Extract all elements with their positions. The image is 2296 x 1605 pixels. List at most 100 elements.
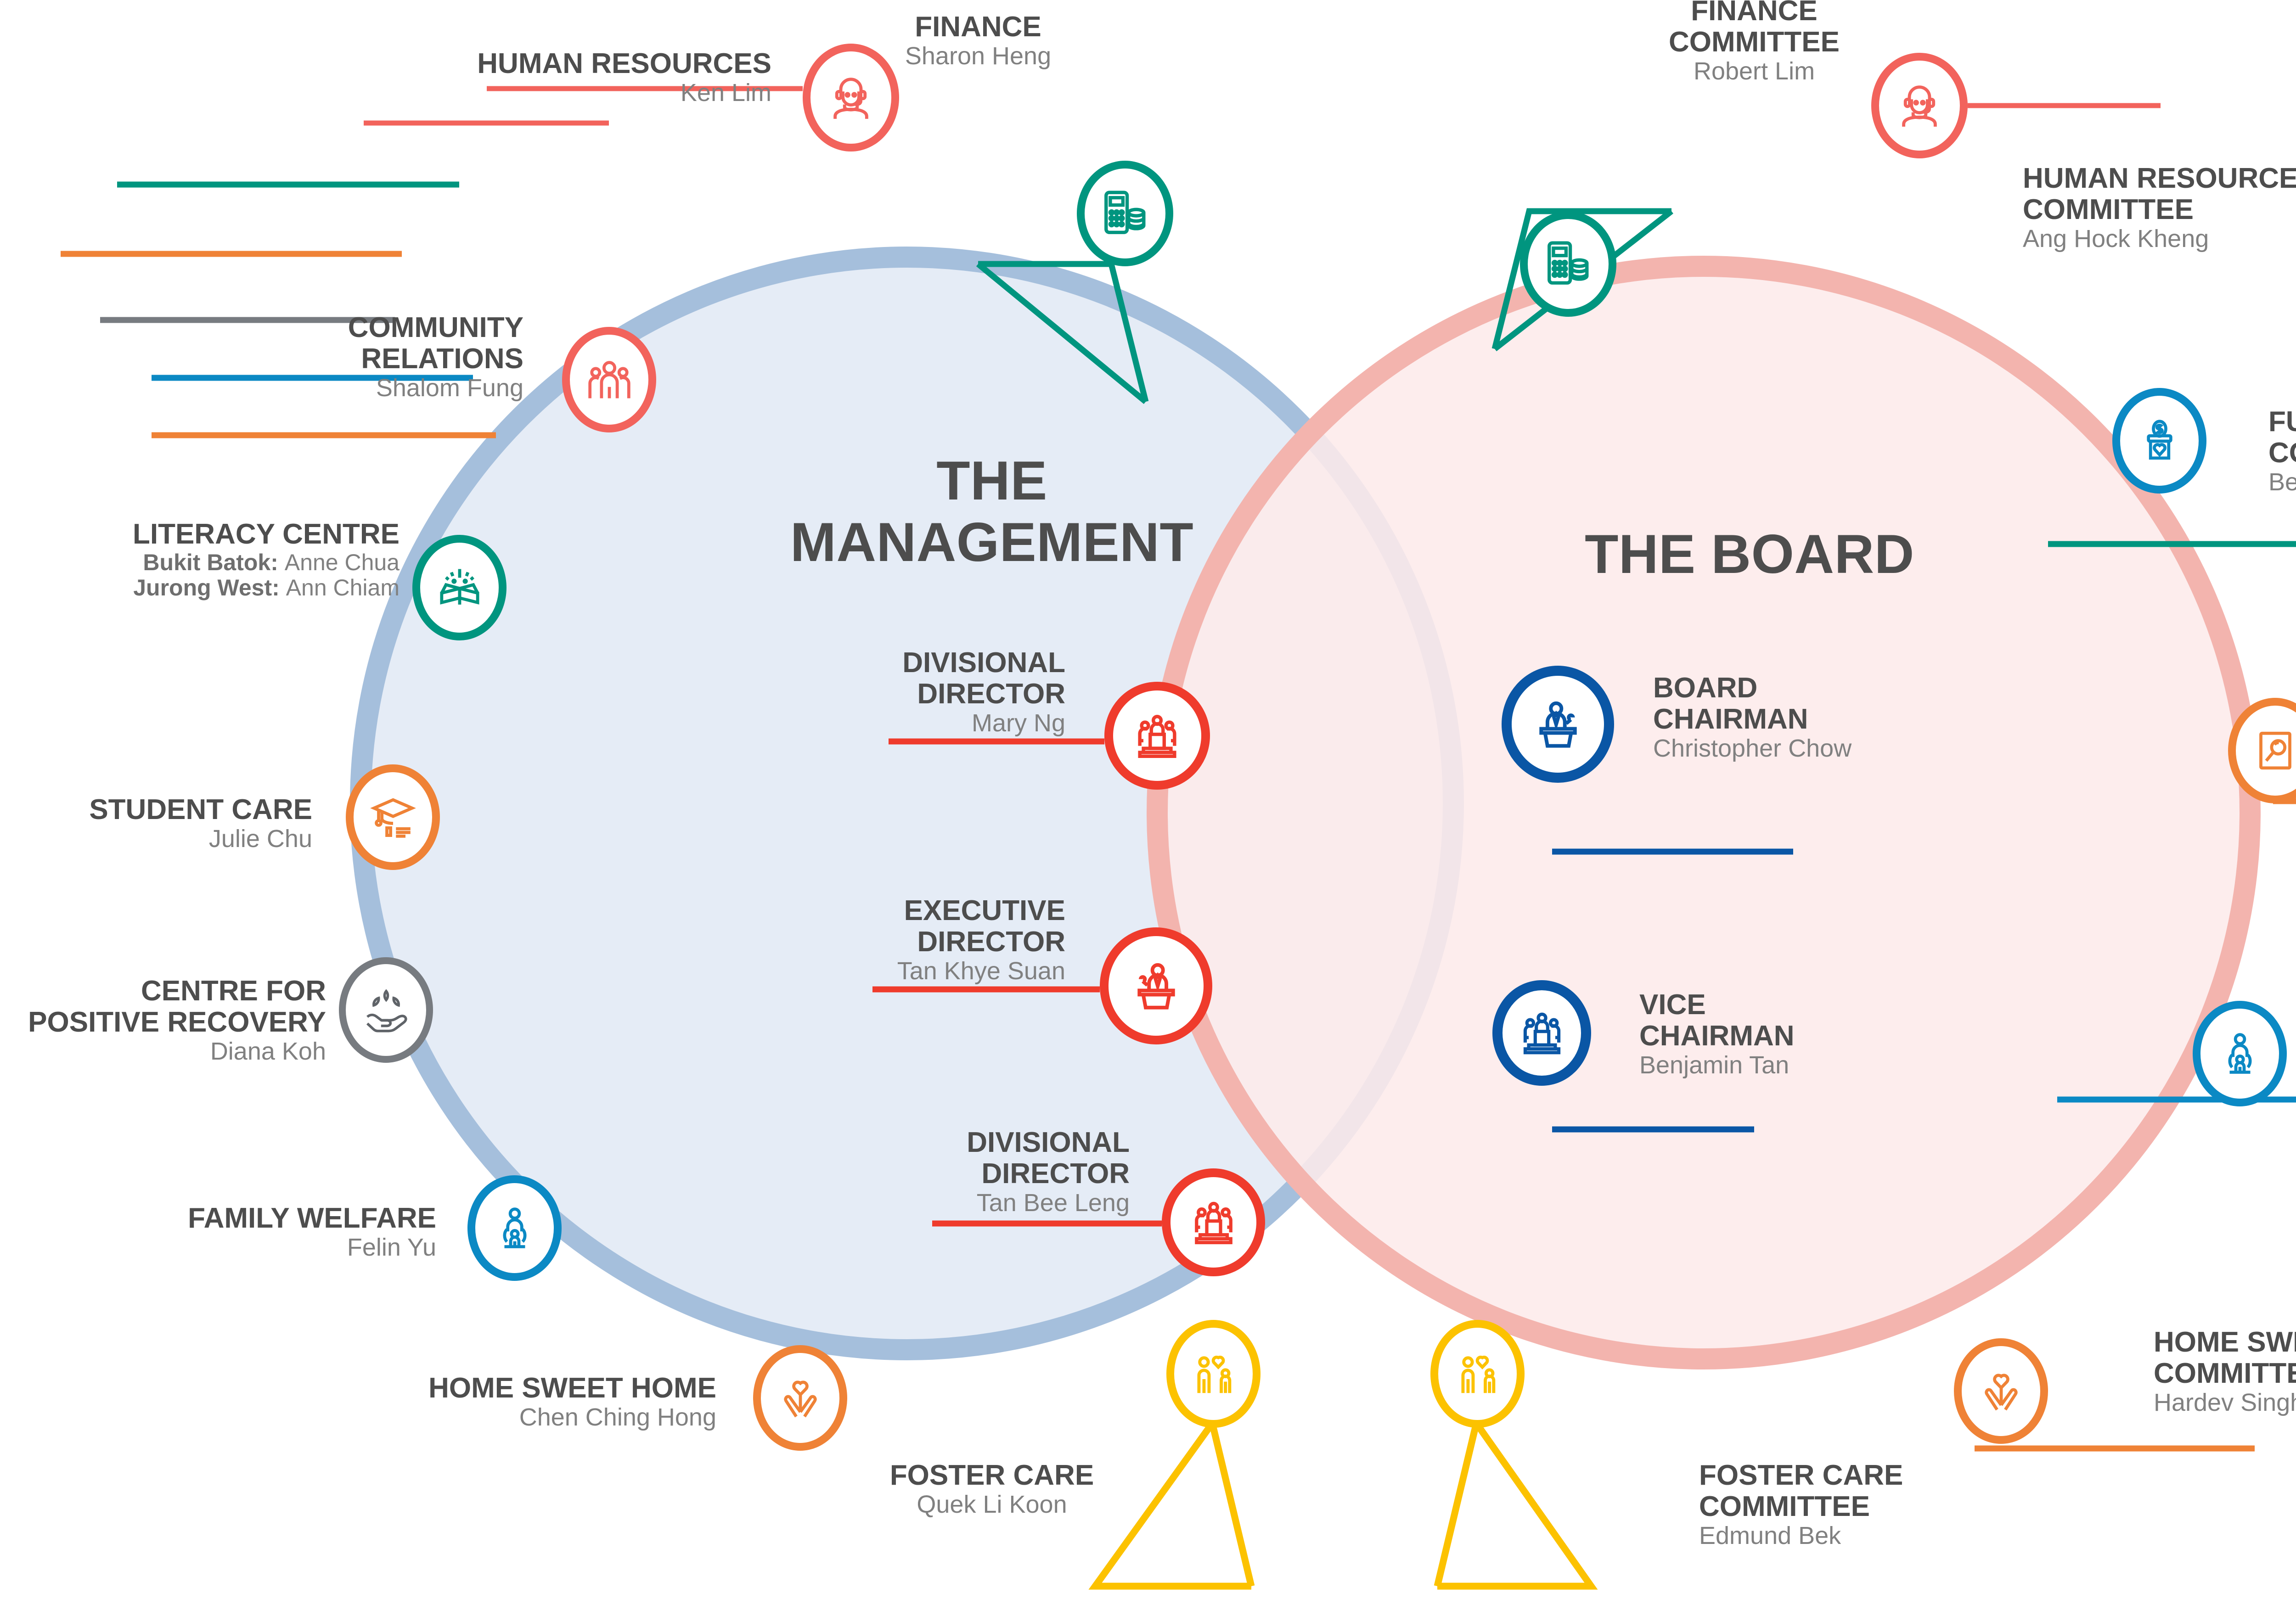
node-divisional-director-2[interactable] xyxy=(1162,1168,1265,1276)
fundraising-committee-person: Benjamin Tan xyxy=(2268,468,2296,496)
node-student-care[interactable] xyxy=(346,764,440,870)
connector-finance-committee xyxy=(1491,208,1671,350)
node-human-resources[interactable] xyxy=(803,44,899,152)
label-finance-committee: FINANCE COMMITTEE Robert Lim xyxy=(1525,0,1984,85)
label-literacy-centre: LITERACY CENTRE Bukit Batok: Anne Chua J… xyxy=(18,518,400,600)
label-community-relations: COMMUNITY RELATIONS Shalom Fung xyxy=(64,312,523,402)
executive-director-person: Tan Khye Suan xyxy=(897,957,1065,985)
centre-positive-recovery-title-line2: POSITIVE RECOVERY xyxy=(28,1006,326,1038)
label-fundraising-committee: FUNDRAISING COMMITTEE Benjamin Tan xyxy=(2268,406,2296,496)
literacy-centre-sub2: Jurong West: Ann Chiam xyxy=(18,575,400,600)
node-finance[interactable] xyxy=(1077,161,1173,266)
connector-foster-care-b xyxy=(1209,1422,1255,1587)
headset-person-icon xyxy=(833,77,868,119)
home-sweet-home-title: HOME SWEET HOME xyxy=(428,1372,716,1404)
panel-speakers-icon xyxy=(1138,714,1176,758)
node-foster-care-committee[interactable] xyxy=(1430,1320,1525,1428)
label-family-welfare: FAMILY WELFARE Felin Yu xyxy=(55,1202,436,1262)
literacy-centre-sub2-person: Ann Chiam xyxy=(286,575,400,601)
node-executive-director[interactable] xyxy=(1100,927,1212,1044)
home-sweet-home-committee-title-line2: COMMITTEE xyxy=(2154,1358,2296,1390)
human-resources-committee-title-line2: COMMITTEE xyxy=(2023,194,2194,226)
executive-director-title-line1: EXECUTIVE xyxy=(904,895,1065,926)
human-resources-person: Ken Lim xyxy=(680,79,771,107)
label-divisional-director-1: DIVISIONAL DIRECTOR Mary Ng xyxy=(652,647,1065,737)
divisional-director-2-title-line2: DIRECTOR xyxy=(981,1158,1130,1190)
connector-foster-care xyxy=(1088,1421,1251,1590)
label-board-chairman: BOARD CHAIRMAN Christopher Chow xyxy=(1653,672,2066,763)
node-finance-committee[interactable] xyxy=(1520,211,1616,317)
label-human-resources: HUMAN RESOURCES Ken Lim xyxy=(138,48,771,107)
panel-speakers-icon xyxy=(1523,1012,1560,1055)
node-audit-committee[interactable] xyxy=(2228,698,2296,803)
foster-care-committee-title-line1: FOSTER CARE xyxy=(1699,1459,1903,1491)
board-chairman-title-line1: BOARD xyxy=(1653,672,1758,704)
node-home-sweet-home[interactable] xyxy=(753,1345,847,1451)
heart-hands-icon xyxy=(1984,1374,2018,1411)
node-fundraising-committee[interactable] xyxy=(2112,388,2206,494)
node-family-welfare[interactable] xyxy=(467,1175,562,1281)
connector-finance-b xyxy=(976,261,1148,404)
community-relations-title-line1: COMMUNITY xyxy=(348,312,523,343)
calculator-coins-icon xyxy=(1104,191,1146,234)
board-chairman-person: Christopher Chow xyxy=(1653,735,1852,763)
node-vice-chairman[interactable] xyxy=(1492,980,1591,1086)
label-home-sweet-home: HOME SWEET HOME Chen Ching Hong xyxy=(92,1372,716,1431)
community-relations-title-line2: RELATIONS xyxy=(361,343,523,375)
magnifier-document-icon xyxy=(2259,731,2291,770)
home-sweet-home-committee-title-line1: HOME SWEET HOME xyxy=(2154,1326,2296,1358)
literacy-centre-sub1: Bukit Batok: Anne Chua xyxy=(18,550,400,575)
calculator-coins-icon xyxy=(1548,241,1589,285)
connector-foster-care-committee xyxy=(1437,1421,1598,1590)
board-circle-title: THE BOARD xyxy=(1497,523,2002,585)
fundraising-committee-title-line1: FUNDRAISING xyxy=(2268,406,2296,438)
label-executive-director: EXECUTIVE DIRECTOR Tan Khye Suan xyxy=(620,895,1065,985)
finance-committee-title-line1: FINANCE xyxy=(1691,0,1818,27)
foster-care-committee-person: Edmund Bek xyxy=(1699,1522,1841,1550)
node-home-sweet-home-committee[interactable] xyxy=(1954,1338,2048,1444)
student-care-person: Julie Chu xyxy=(208,825,312,853)
centre-positive-recovery-person: Diana Koh xyxy=(210,1038,326,1066)
node-nominations-committee[interactable] xyxy=(2193,1001,2287,1106)
executive-director-title-line2: DIRECTOR xyxy=(917,926,1065,958)
foster-family-icon xyxy=(1197,1355,1231,1393)
graduation-cap-icon xyxy=(370,798,416,838)
label-finance: FINANCE Sharon Heng xyxy=(781,11,1176,70)
node-board-chairman[interactable] xyxy=(1502,666,1614,783)
node-foster-care[interactable] xyxy=(1166,1320,1261,1428)
label-vice-chairman: VICE CHAIRMAN Benjamin Tan xyxy=(1639,989,2034,1079)
board-circle xyxy=(1147,256,2261,1369)
podium-speaker-icon xyxy=(1539,701,1577,748)
people-group-icon xyxy=(588,361,630,398)
literacy-centre-sub2-label: Jurong West: xyxy=(133,575,280,601)
finance-title: FINANCE xyxy=(915,11,1041,43)
family-icon xyxy=(502,1207,527,1248)
node-community-relations[interactable] xyxy=(562,327,656,432)
node-centre-positive-recovery[interactable] xyxy=(339,957,433,1063)
finance-committee-person: Robert Lim xyxy=(1693,57,1815,85)
human-resources-committee-title-line1: HUMAN RESOURCES xyxy=(2023,163,2296,194)
literacy-centre-sub1-person: Anne Chua xyxy=(284,550,400,576)
management-title-line1: THE xyxy=(936,450,1047,511)
vice-chairman-title-line2: CHAIRMAN xyxy=(1639,1020,1795,1052)
foster-care-person: Quek Li Koon xyxy=(917,1491,1067,1519)
vice-chairman-person: Benjamin Tan xyxy=(1639,1051,1790,1079)
foster-family-icon xyxy=(1461,1355,1495,1393)
label-home-sweet-home-committee: HOME SWEET HOME COMMITTEE Hardev Singh xyxy=(2154,1326,2296,1417)
finance-committee-title-line2: COMMITTEE xyxy=(1669,26,1840,58)
node-literacy-centre[interactable] xyxy=(412,535,506,640)
node-human-resources-committee[interactable] xyxy=(1871,53,1968,158)
home-sweet-home-committee-person: Hardev Singh xyxy=(2154,1389,2296,1417)
divisional-director-1-person: Mary Ng xyxy=(971,709,1065,737)
hand-plant-icon xyxy=(366,989,407,1033)
vice-chairman-title-line1: VICE xyxy=(1639,989,1706,1021)
human-resources-title: HUMAN RESOURCES xyxy=(477,48,771,79)
parent-child-icon xyxy=(2228,1033,2252,1074)
finance-person: Sharon Heng xyxy=(905,42,1052,70)
node-divisional-director-1[interactable] xyxy=(1104,682,1210,790)
donation-box-icon xyxy=(2146,420,2172,460)
foster-care-title: FOSTER CARE xyxy=(889,1459,1094,1491)
centre-positive-recovery-title-line1: CENTRE FOR xyxy=(141,975,326,1007)
